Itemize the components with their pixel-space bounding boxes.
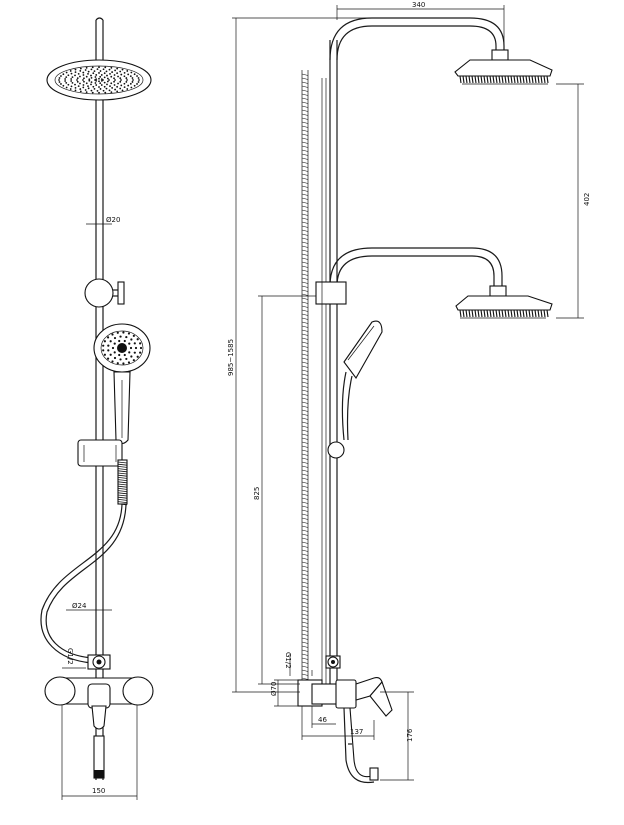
dim-bar-height: 825 [253, 487, 261, 500]
dim-flange-diameter: Ø70 [270, 682, 278, 696]
dim-head-drop: 402 [583, 193, 591, 206]
side-view: 340 985~1585 402 825 G1/2 Ø70 46 137 [227, 1, 591, 784]
hand-shower-side [327, 320, 383, 459]
dim-thread-side: G1/2 [284, 652, 292, 669]
nozzle-pattern [58, 66, 140, 94]
diverter-side [315, 281, 347, 305]
dim-thread-front: G1/2 [66, 648, 74, 665]
rain-shower-head-upper [454, 49, 553, 85]
dim-bar-diameter: Ø20 [106, 216, 120, 224]
mixer-front [44, 676, 154, 779]
dim-height-range: 985~1585 [227, 339, 235, 376]
dim-center-distance: 150 [92, 787, 105, 795]
dim-width-overhead: 340 [412, 1, 425, 9]
hose-front [40, 459, 128, 664]
hand-nozzle-pattern [102, 331, 143, 365]
rain-shower-head-front [46, 59, 152, 101]
dim-spout-reach: 137 [350, 728, 363, 736]
wall-mounting-rail [301, 70, 309, 680]
dim-spout-height: 176 [406, 728, 414, 742]
rain-shower-head-lower [455, 285, 553, 319]
diverter-knob-front [84, 278, 125, 308]
mixer-side [297, 655, 393, 784]
slide-holder-front [77, 439, 123, 467]
front-view: Ø20 Ø24 G1/2 150 [40, 17, 154, 800]
dim-pipe-diameter: Ø24 [72, 602, 87, 610]
hand-shower-front [93, 323, 151, 445]
dim-spout-offset: 46 [318, 716, 327, 724]
